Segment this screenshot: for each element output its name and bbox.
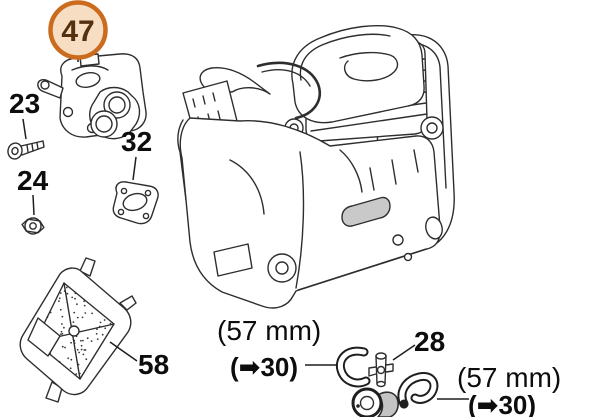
leader-line-58 <box>109 341 138 362</box>
leader-line-24 <box>32 194 35 216</box>
hose2-ref-annotation: (➡30) <box>468 390 536 417</box>
callout-24-label[interactable]: 24 <box>17 165 49 196</box>
air-filter-drawing <box>19 257 137 403</box>
callout-28-label[interactable]: 28 <box>414 326 445 357</box>
gasket-drawing <box>112 181 159 225</box>
selected-callout-badge-circle[interactable] <box>48 0 108 60</box>
hose2-length-annotation: (57 mm) <box>457 362 561 393</box>
connector-drawing <box>368 352 394 388</box>
engine-assembly-drawing <box>177 25 455 309</box>
leader-line-28 <box>392 344 416 361</box>
nut-drawing <box>21 217 45 235</box>
callout-23-label[interactable]: 23 <box>9 88 40 119</box>
grommet-drawing <box>351 387 399 417</box>
callout-32-label[interactable]: 32 <box>121 126 152 157</box>
leader-line-32 <box>132 156 137 181</box>
callout-47-label: 47 <box>61 15 94 48</box>
leader-line-23 <box>22 118 27 140</box>
selected-callout-badge[interactable]: 47 <box>48 0 108 60</box>
carburetor-drawing <box>37 53 147 140</box>
leader-lines <box>22 44 469 400</box>
hose-curved-drawing <box>397 371 439 409</box>
hose1-ref-annotation: (➡30) <box>230 352 298 382</box>
screw-drawing <box>7 140 45 160</box>
hose1-length-annotation: (57 mm) <box>217 315 321 346</box>
hose-short-drawing <box>335 346 371 388</box>
callout-58-label[interactable]: 58 <box>138 349 169 380</box>
